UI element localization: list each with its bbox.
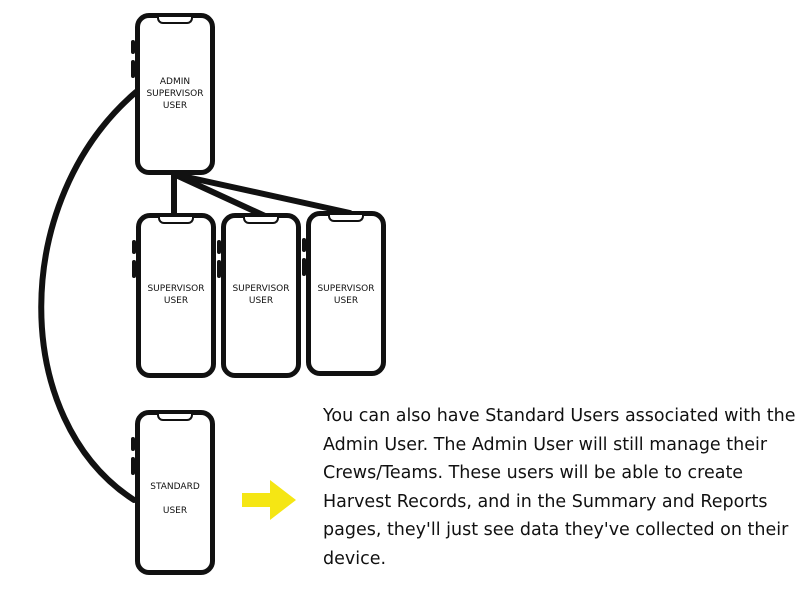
admin-supervisor-phone: ADMIN SUPERVISOR USER — [131, 13, 215, 175]
supervisor-label: SUPERVISOR USER — [147, 284, 205, 306]
phone-side-button — [302, 258, 306, 276]
phone-side-button — [131, 60, 135, 78]
admin-to-standard-connector — [38, 89, 139, 503]
arrow-right-icon — [242, 480, 296, 520]
supervisor-phone: SUPERVISOR USER — [302, 211, 386, 376]
phone-notch — [158, 217, 194, 224]
supervisor-phone: SUPERVISOR USER — [217, 213, 301, 378]
supervisor-phone: SUPERVISOR USER — [132, 213, 216, 378]
phone-side-button — [131, 40, 135, 54]
description-text: You can also have Standard Users associa… — [323, 406, 796, 569]
standard-user-label: STANDARD USER — [150, 482, 200, 516]
phone-side-button — [131, 437, 135, 451]
phone-side-button — [132, 260, 136, 278]
admin-to-supervisor-3-connector — [179, 173, 353, 216]
supervisor-label: SUPERVISOR USER — [317, 284, 375, 306]
phone-side-button — [217, 240, 221, 254]
phone-side-button — [302, 238, 306, 252]
phone-notch — [157, 17, 193, 24]
standard-user-phone: STANDARD USER — [131, 410, 215, 575]
phone-side-button — [132, 240, 136, 254]
phone-notch — [157, 414, 193, 421]
phone-notch — [243, 217, 279, 224]
phone-side-button — [217, 260, 221, 278]
phone-side-button — [131, 457, 135, 475]
admin-supervisor-label: ADMIN SUPERVISOR USER — [146, 77, 204, 111]
supervisor-label: SUPERVISOR USER — [232, 284, 290, 306]
phone-notch — [328, 215, 364, 222]
admin-to-supervisor-2-connector — [175, 173, 268, 219]
